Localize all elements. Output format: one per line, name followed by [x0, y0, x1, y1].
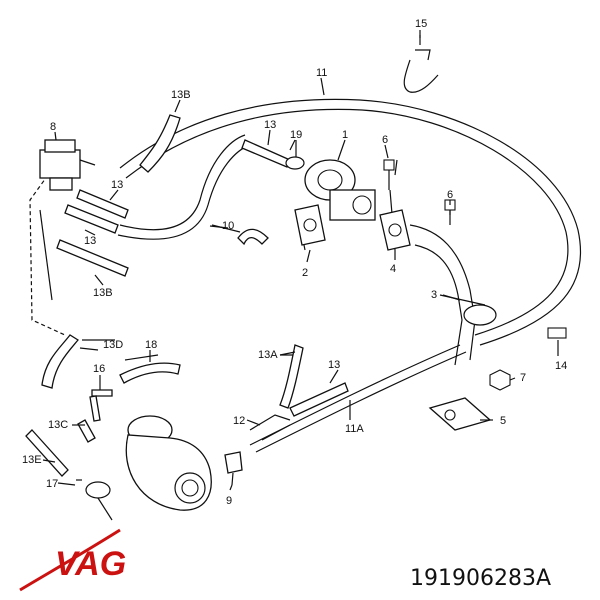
callout-9: 9	[226, 495, 232, 507]
hose-13A	[279, 344, 304, 409]
callout-11A: 11A	[345, 423, 364, 435]
hose-13-upper	[237, 139, 291, 246]
callout-10: 10	[222, 220, 234, 232]
turbo-housing	[125, 415, 212, 511]
callout-7: 7	[520, 372, 526, 384]
tee-connector	[89, 389, 113, 422]
callout-13B-bottom: 13B	[93, 287, 113, 299]
callout-6-top: 6	[382, 134, 388, 146]
gasket-5	[428, 397, 492, 431]
dash-lines	[29, 139, 486, 361]
fitting-17	[76, 479, 113, 521]
vag-logo: VAG	[19, 528, 126, 592]
part-number: 191906283A	[410, 566, 551, 591]
hose-13-left	[64, 189, 129, 234]
callout-13-left-b: 13	[84, 235, 96, 247]
callout-19: 19	[290, 129, 302, 141]
callout-15: 15	[415, 18, 427, 30]
solenoid-valve-8	[39, 139, 96, 191]
leader-lines	[42, 30, 559, 491]
callout-14: 14	[555, 360, 567, 372]
hose-13E	[25, 429, 69, 477]
hose-13B-bottom	[56, 239, 129, 277]
bolt-6-top	[383, 159, 395, 190]
callout-13A: 13A	[258, 349, 278, 361]
hose-10	[117, 134, 251, 240]
hose-13B-top	[139, 114, 181, 173]
callout-5: 5	[500, 415, 506, 427]
hose-11	[119, 98, 582, 346]
egr-valve-1	[304, 159, 376, 221]
pipe-3	[409, 224, 497, 366]
callout-6-right: 6	[447, 189, 453, 201]
callout-13D: 13D	[103, 339, 123, 351]
clip-14	[547, 327, 567, 339]
gasket-4	[379, 209, 411, 251]
callout-13-upper: 13	[264, 119, 276, 131]
gasket-2	[294, 204, 326, 246]
clamp-15	[403, 35, 439, 93]
fitting-9	[224, 451, 243, 486]
hose-18	[119, 362, 181, 384]
callout-12: 12	[233, 415, 245, 427]
clip-19	[285, 156, 305, 170]
hose-13-lower	[289, 382, 349, 417]
logo-text: VAG	[55, 545, 126, 583]
callout-18: 18	[145, 339, 157, 351]
callout-13E: 13E	[22, 454, 42, 466]
callout-17: 17	[46, 478, 58, 490]
nut-7	[489, 369, 511, 391]
callout-3: 3	[431, 289, 437, 301]
callout-16: 16	[93, 363, 105, 375]
callout-1: 1	[342, 129, 348, 141]
callout-13-left-a: 13	[111, 179, 123, 191]
callout-4: 4	[390, 263, 396, 275]
hose-13C	[77, 419, 96, 443]
callout-2: 2	[302, 267, 308, 279]
hose-13D	[41, 334, 79, 389]
callout-13B-top: 13B	[171, 89, 191, 101]
callout-8: 8	[50, 121, 56, 133]
callout-13-lower: 13	[328, 359, 340, 371]
callout-11: 11	[316, 67, 327, 79]
callout-13C: 13C	[48, 419, 68, 431]
